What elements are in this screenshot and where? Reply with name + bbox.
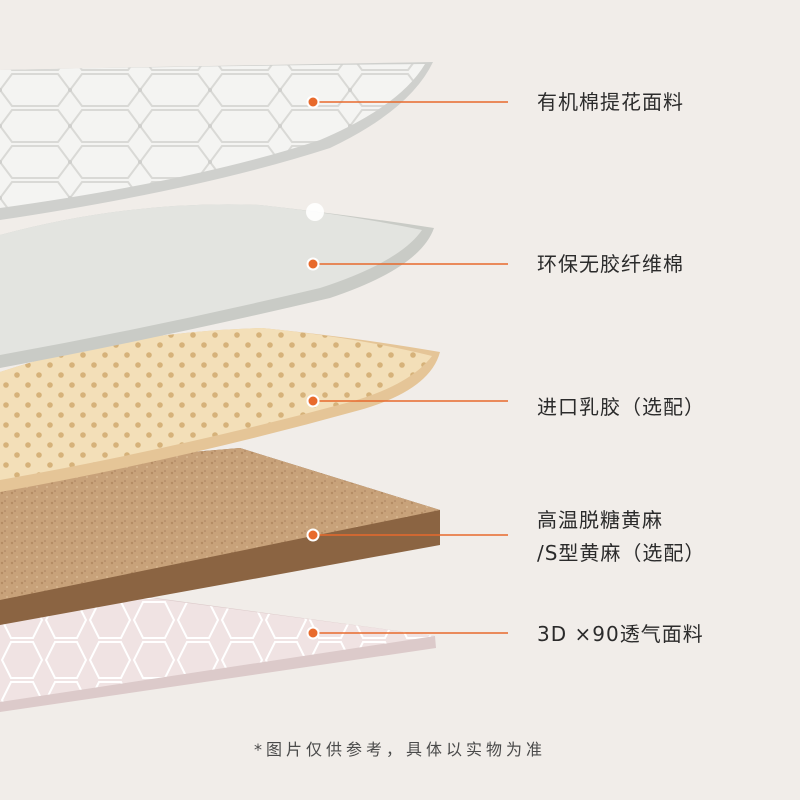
layer-label-coir-line1: 高温脱糖黄麻 (537, 508, 663, 532)
marker-dot-2 (306, 257, 320, 271)
leader-lines (306, 95, 508, 640)
layer-label-coir-line2: /S型黄麻（选配） (537, 541, 706, 565)
marker-dot-3 (306, 394, 320, 408)
disclaimer-footnote: *图片仅供参考，具体以实物为准 (253, 740, 546, 759)
marker-dot-4 (306, 528, 320, 542)
layer-label-latex: 进口乳胶（选配） (537, 395, 705, 419)
layer-label-fiber-cotton: 环保无胶纤维棉 (537, 252, 684, 276)
marker-dot-1 (306, 95, 320, 109)
layer-label-mesh-fabric: 3D ×90透气面料 (537, 622, 704, 646)
marker-dot-5 (306, 626, 320, 640)
layer-label-jacquard-fabric: 有机棉提花面料 (537, 90, 684, 114)
